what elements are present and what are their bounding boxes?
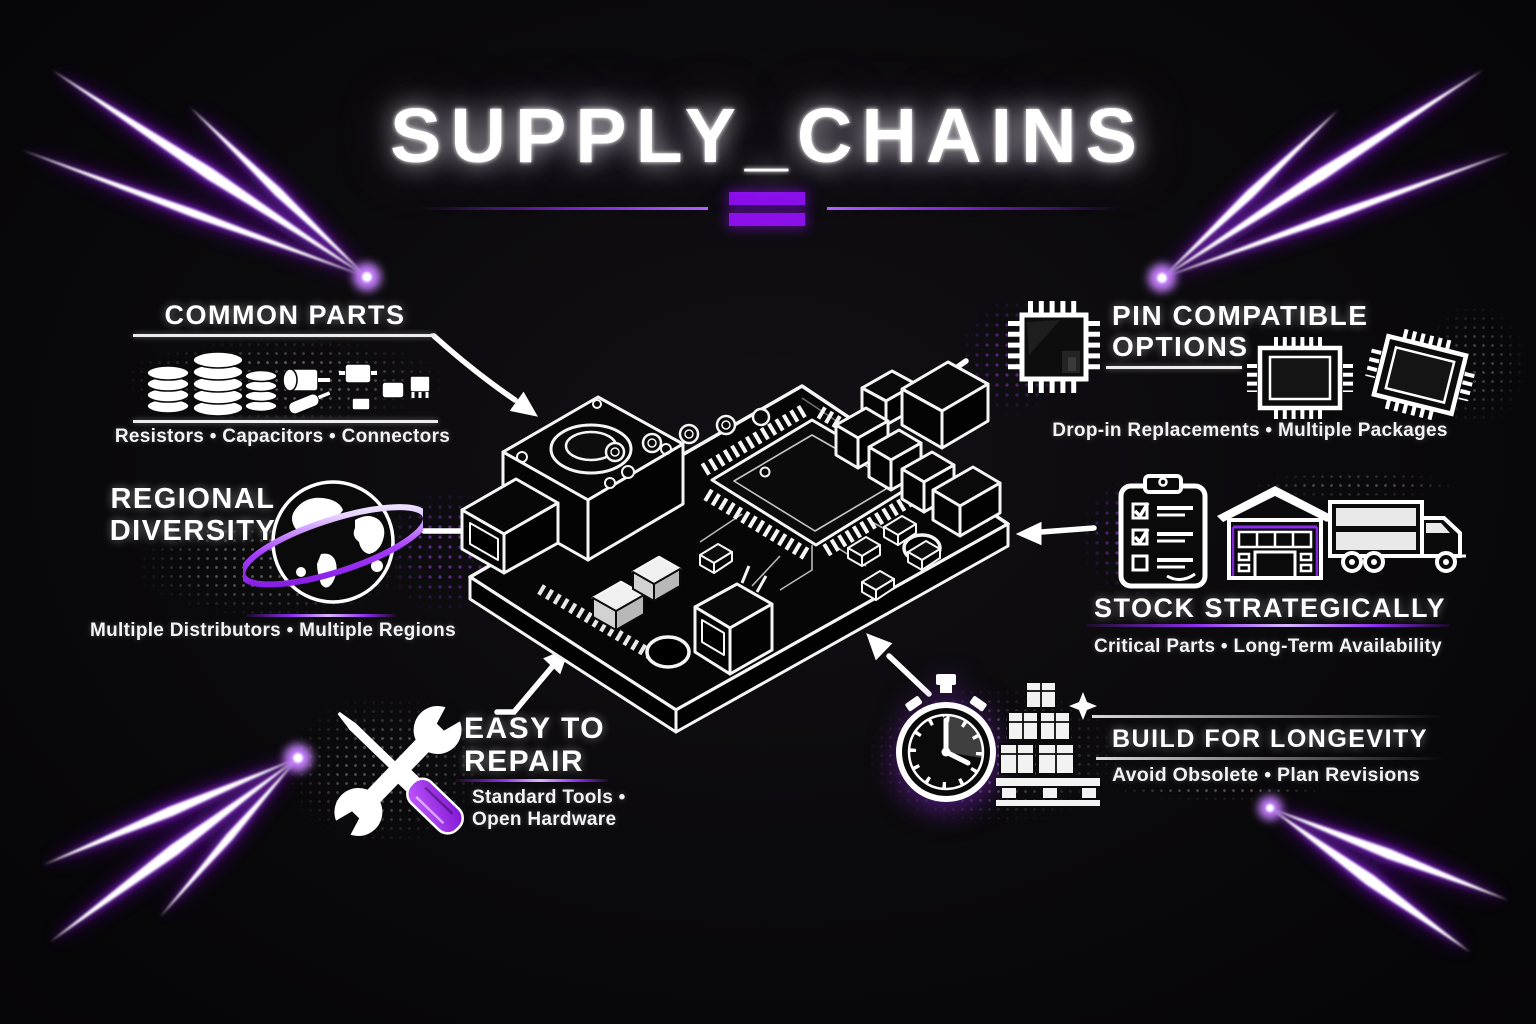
easy-to-repair-title: EASY TO REPAIR	[464, 712, 605, 778]
repair-subtitle-line1: Standard Tools •	[472, 787, 626, 808]
pin-compatible-subtitle: Drop-in Replacements • Multiple Packages	[1052, 420, 1448, 441]
neon-streaks	[22, 70, 1510, 952]
build-for-longevity-topline	[1092, 715, 1444, 718]
pin-title-line1: PIN COMPATIBLE	[1112, 300, 1369, 331]
repair-title-line2: REPAIR	[464, 745, 585, 778]
pallet-boxes-icon	[996, 681, 1100, 806]
page-title: SUPPLY_CHAINS	[389, 93, 1146, 179]
repair-subtitle-line2: Open Hardware	[472, 809, 617, 830]
smd-chip-icon	[1247, 337, 1353, 419]
stock-strategically-title: STOCK STRATEGICALLY	[1093, 593, 1447, 623]
build-for-longevity-subtitle: Avoid Obsolete • Plan Revisions	[1112, 764, 1420, 786]
regional-diversity-underline	[246, 614, 396, 617]
build-for-longevity-title: BUILD FOR LONGEVITY	[1112, 725, 1428, 753]
regional-diversity-subtitle: Multiple Distributors • Multiple Regions	[90, 620, 456, 641]
header-divider-left	[420, 207, 708, 210]
easy-to-repair-divider	[456, 779, 608, 782]
arrow-build-for-longevity	[886, 653, 932, 697]
regional-diversity-title: REGIONAL DIVERSITY	[88, 483, 298, 548]
arrow-common-parts	[431, 333, 518, 403]
repair-title-line1: EASY TO	[464, 712, 606, 745]
pin-title-line2: OPTIONS	[1112, 331, 1249, 363]
common-parts-title: COMMON PARTS	[164, 300, 406, 330]
wrench-icon	[326, 697, 470, 845]
stopwatch-icon	[896, 674, 996, 802]
pin-compatible-title: PIN COMPATIBLE OPTIONS	[1112, 300, 1368, 363]
qfp-chip-icon	[1008, 301, 1100, 393]
circuit-board-illustration	[460, 360, 1010, 734]
regional-title-line1: REGIONAL	[110, 483, 276, 515]
regional-title-line2: DIVERSITY	[109, 514, 277, 547]
header-divider-right	[827, 207, 1122, 210]
smd-chip-tilted-icon	[1365, 328, 1475, 422]
pin-compatible-underline	[1106, 366, 1242, 369]
build-for-longevity-bottomline	[1096, 757, 1444, 760]
common-parts-subtitle: Resistors • Capacitors • Connectors	[114, 426, 451, 447]
checklist-clipboard-icon	[1118, 474, 1208, 589]
globe-orbit-icon	[243, 480, 423, 604]
stock-strategically-divider	[1086, 624, 1450, 627]
arrow-stock-strategically	[1038, 525, 1097, 535]
common-parts-underline	[133, 334, 435, 337]
warehouse-icon	[1217, 486, 1333, 580]
common-parts-bottomline	[133, 420, 438, 423]
arrow-easy-to-repair	[494, 664, 555, 715]
stock-strategically-subtitle: Critical Parts • Long-Term Availability	[1093, 636, 1443, 657]
equals-sign-top-bar	[729, 192, 805, 205]
equals-sign-bottom-bar	[729, 213, 805, 226]
capacitor-stacks-icon	[146, 351, 431, 417]
delivery-truck-icon	[1328, 500, 1466, 573]
wrench-screwdriver-icon	[326, 697, 470, 845]
